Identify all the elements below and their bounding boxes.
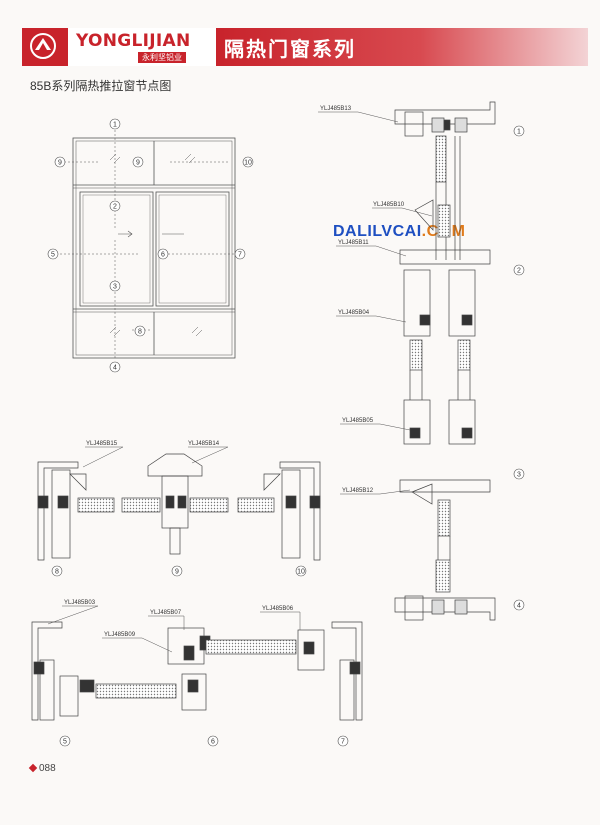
marker-6-label: 6 xyxy=(161,252,165,259)
vertical-section-marker-labels: 1 2 3 4 xyxy=(517,129,521,610)
marker-10 xyxy=(242,156,254,168)
label-b03: YLJ485B03 xyxy=(64,600,96,606)
marker-1-label: 1 xyxy=(113,122,117,129)
marker-5-label: 5 xyxy=(51,252,55,259)
marker-5 xyxy=(47,248,59,260)
marker-2-label: 2 xyxy=(113,204,117,211)
elevation-outer-frame xyxy=(72,137,236,359)
lower-section-marker-labels: 5 6 7 xyxy=(63,739,345,746)
brand-name: YONGLIJIAN xyxy=(76,31,191,51)
marker-6 xyxy=(157,248,169,260)
lower-section-labels: YLJ485B03 YLJ485B07 YLJ485B06 YLJ485B09 xyxy=(64,600,294,638)
v-marker-4: 4 xyxy=(517,603,521,610)
h-marker-9: 9 xyxy=(175,569,179,576)
marker-10-label: 10 xyxy=(244,160,252,167)
vertical-section-markers xyxy=(513,125,525,611)
marker-4-label: 4 xyxy=(113,365,117,372)
label-b15: YLJ485B15 xyxy=(86,441,118,447)
logo-icon xyxy=(30,33,56,59)
marker-9-mid xyxy=(132,156,144,168)
marker-7-label: 7 xyxy=(238,252,242,259)
horizontal-sections-upper xyxy=(37,453,321,561)
marker-1 xyxy=(109,118,121,130)
watermark-main: DALILVCAI xyxy=(333,223,422,240)
window-elevation xyxy=(60,130,240,360)
elevation-right-sash xyxy=(155,191,230,307)
v-marker-3: 3 xyxy=(517,472,521,479)
marker-7 xyxy=(234,248,246,260)
lower-section-markers xyxy=(59,735,349,747)
label-b11: YLJ485B11 xyxy=(338,240,369,246)
elevation-left-sash xyxy=(79,191,154,307)
label-b04: YLJ485B04 xyxy=(338,310,370,316)
upper-section-labels: YLJ485B15 YLJ485B14 xyxy=(86,441,220,447)
label-b09: YLJ485B09 xyxy=(104,632,136,638)
upper-section-markers xyxy=(51,565,307,577)
section-transom-frame xyxy=(399,249,491,265)
section-10-frame xyxy=(279,461,321,561)
section-8-frame xyxy=(37,461,79,561)
h-marker-10: 10 xyxy=(297,569,305,576)
marker-8-label: 8 xyxy=(138,329,142,336)
section-sill-frame xyxy=(394,597,496,621)
header-banner: YONGLIJIAN 永利坚铝业 隔热门窗系列 xyxy=(22,28,588,66)
marker-8 xyxy=(134,325,146,337)
label-b10: YLJ485B10 xyxy=(373,202,405,208)
brand-panel: YONGLIJIAN 永利坚铝业 xyxy=(68,28,216,66)
v-marker-2: 2 xyxy=(517,268,521,275)
marker-9-left-label: 9 xyxy=(58,160,62,167)
label-b07: YLJ485B07 xyxy=(150,610,182,616)
label-b06: YLJ485B06 xyxy=(262,606,294,612)
series-panel: 隔热门窗系列 xyxy=(216,28,588,66)
section-7-frame xyxy=(331,621,363,721)
marker-9-mid-label: 9 xyxy=(136,160,140,167)
h-marker-5: 5 xyxy=(63,739,67,746)
brand-logo xyxy=(22,28,68,66)
section-9-mullion xyxy=(147,453,203,477)
elevation-markers xyxy=(47,118,254,373)
section-5-frame xyxy=(31,621,63,721)
upper-section-leaders xyxy=(82,446,229,468)
section-sill-transom xyxy=(399,479,491,493)
v-marker-1: 1 xyxy=(517,129,521,136)
brand-subtitle: 永利坚铝业 xyxy=(138,52,186,63)
section-head-frame xyxy=(394,101,496,125)
h-marker-8: 8 xyxy=(55,569,59,576)
marker-9-left xyxy=(54,156,66,168)
series-title: 隔热门窗系列 xyxy=(224,39,356,61)
h-marker-7: 7 xyxy=(341,739,345,746)
marker-3-label: 3 xyxy=(113,284,117,291)
h-marker-6: 6 xyxy=(211,739,215,746)
marker-2 xyxy=(109,200,121,212)
marker-3 xyxy=(109,280,121,292)
watermark: DALILVCAI.COM xyxy=(333,223,465,241)
marker-4 xyxy=(109,361,121,373)
vertical-section xyxy=(394,101,496,621)
label-b13: YLJ485B13 xyxy=(320,106,352,112)
label-b05: YLJ485B05 xyxy=(342,418,374,424)
label-b14: YLJ485B14 xyxy=(188,441,220,447)
vertical-section-leaders xyxy=(318,111,433,495)
elevation-marker-labels: 1 9 9 10 2 5 6 7 3 8 4 xyxy=(51,122,252,372)
lower-section-leaders xyxy=(47,605,301,653)
horizontal-sections-lower xyxy=(31,621,363,721)
page-number: 088 xyxy=(30,763,56,774)
page-title: 85B系列隔热推拉窗节点图 xyxy=(30,79,172,93)
label-b12: YLJ485B12 xyxy=(342,488,374,494)
vertical-section-labels: YLJ485B13 YLJ485B10 YLJ485B11 YLJ485B04 … xyxy=(320,106,405,494)
upper-section-marker-labels: 8 9 10 xyxy=(55,569,305,576)
